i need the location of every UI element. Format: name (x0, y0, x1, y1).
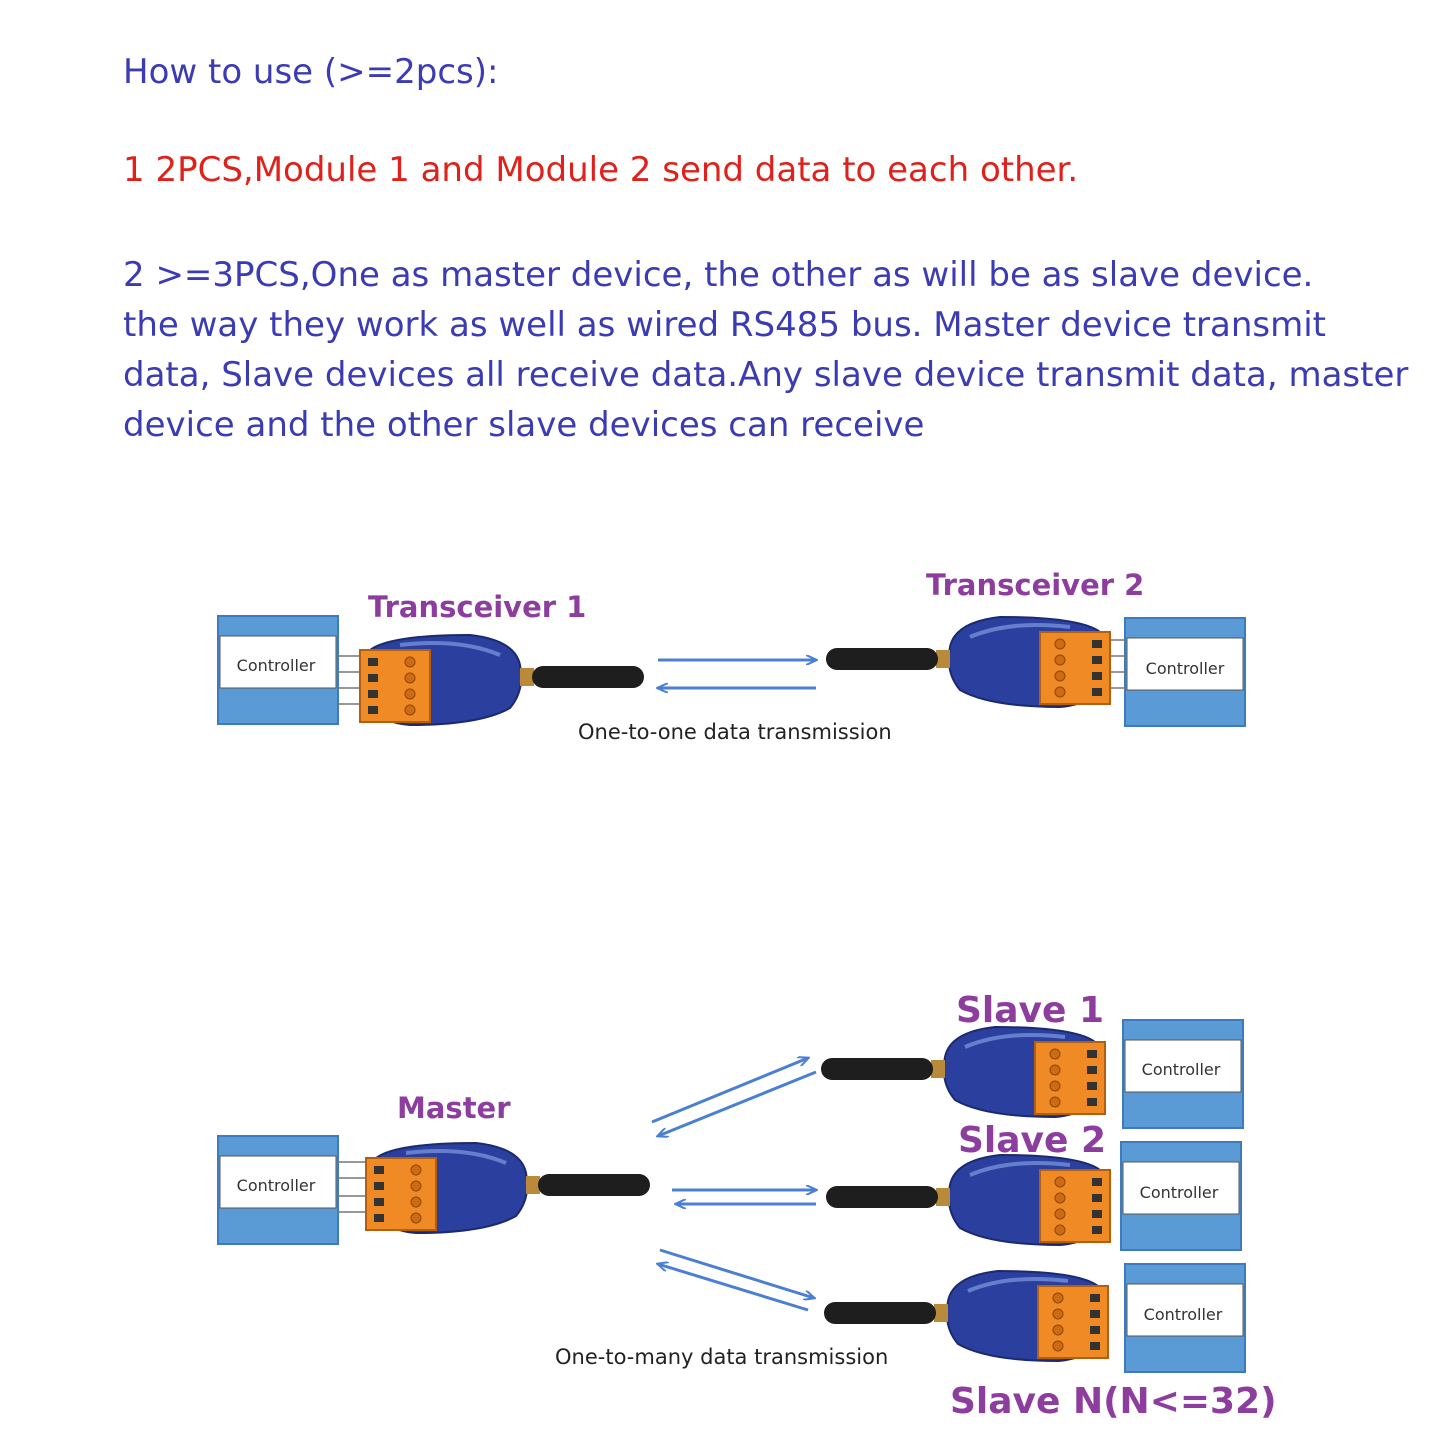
step-two-line: 2 >=3PCS,One as master device, the other… (123, 255, 1314, 295)
slave-1-module (819, 1025, 1107, 1119)
master-wires (338, 1161, 366, 1213)
master-label: Master (397, 1091, 511, 1125)
transceiver-1-label: Transceiver 1 (368, 590, 586, 624)
slave-1-label: Slave 1 (956, 990, 1104, 1031)
right-controller-label: Controller (1146, 659, 1225, 678)
right-wires (1108, 639, 1127, 689)
step-two-line: data, Slave devices all receive data.Any… (123, 355, 1409, 395)
master-controller-label: Controller (237, 1176, 316, 1195)
step-one-text: 1 2PCS,Module 1 and Module 2 send data t… (123, 150, 1079, 190)
page-heading: How to use (>=2pcs): (123, 52, 499, 92)
one-to-one-caption: One-to-one data transmission (578, 720, 892, 744)
slave-1-controller-label: Controller (1142, 1060, 1221, 1079)
diagram-one-to-many: Controller Master Controller Slave 1 Con… (217, 990, 1277, 1422)
arrow-from-slave-1 (658, 1070, 817, 1136)
master-module (364, 1141, 652, 1235)
left-controller-label: Controller (237, 656, 316, 675)
arrow-to-slave-n (659, 1248, 814, 1298)
transceiver-2-label: Transceiver 2 (926, 568, 1144, 602)
master-controller-box: Controller (217, 1135, 339, 1245)
one-to-many-caption: One-to-many data transmission (555, 1345, 888, 1369)
left-wires (338, 655, 360, 705)
slave-n-controller-label: Controller (1144, 1305, 1223, 1324)
one-to-many-arrows (651, 1058, 817, 1312)
diagram-one-to-one: Controller Transceiver 1 Controller Tran… (217, 568, 1246, 744)
slave-n-label: Slave N(N<=32) (950, 1381, 1277, 1422)
arrow-from-slave-n (658, 1264, 809, 1312)
transceiver-2-module (824, 615, 1112, 709)
step-two-text: 2 >=3PCS,One as master device, the other… (123, 250, 1423, 450)
slave-2-module (824, 1153, 1112, 1247)
arrow-to-slave-1 (651, 1058, 808, 1124)
transceiver-1-module (358, 633, 646, 727)
slave-2-label: Slave 2 (958, 1120, 1106, 1161)
step-two-line: the way they work as well as wired RS485… (123, 305, 1326, 345)
step-two-line: device and the other slave devices can r… (123, 405, 925, 445)
slave-2-controller-label: Controller (1140, 1183, 1219, 1202)
left-controller-box: Controller (217, 615, 339, 725)
